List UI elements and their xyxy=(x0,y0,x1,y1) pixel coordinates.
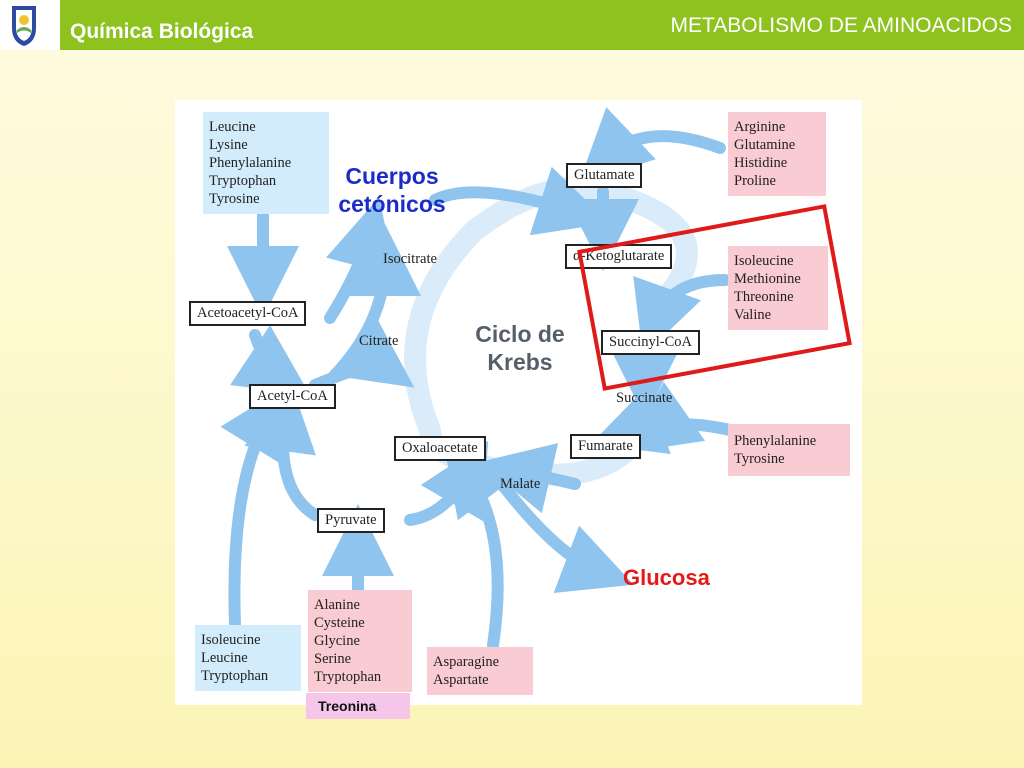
aa-label: Tyrosine xyxy=(209,191,260,207)
aa-label: Alanine xyxy=(314,597,360,613)
aa-label: Arginine xyxy=(734,119,786,135)
aa-label: Serine xyxy=(314,651,352,667)
node-pyruvate: Pyruvate xyxy=(317,508,385,533)
aa-label: Leucine xyxy=(209,119,256,135)
aa-label: Tryptophan xyxy=(209,173,277,189)
subject-title: Química Biológica xyxy=(70,20,254,43)
ketogenic-aa-group: Leucine Lysine Phenylalanine Tryptophan … xyxy=(203,112,329,214)
threonine-note: Treonina xyxy=(306,693,410,719)
acetyl-aa-group: Isoleucine Leucine Tryptophan xyxy=(195,625,301,691)
label-citrate: Citrate xyxy=(359,333,399,349)
aa-label: Tryptophan xyxy=(201,668,269,684)
aa-label: Histidine xyxy=(734,155,788,171)
aa-label: Threonine xyxy=(734,289,794,305)
node-fumarate: Fumarate xyxy=(570,434,641,459)
aa-label: Aspartate xyxy=(433,672,489,688)
aa-label: Glycine xyxy=(314,633,360,649)
section-title: METABOLISMO DE AMINOACIDOS xyxy=(670,14,1013,37)
pathway-arrows xyxy=(220,107,736,651)
oxaloacetate-aa-group: Asparagine Aspartate xyxy=(427,647,533,695)
node-acetyl-coa: Acetyl-CoA xyxy=(249,384,336,409)
aa-label: Glutamine xyxy=(734,137,796,153)
fumarate-aa-group: Phenylalanine Tyrosine xyxy=(728,424,850,476)
aa-label: Isoleucine xyxy=(201,632,261,648)
aa-label: Phenylalanine xyxy=(734,433,817,449)
krebs-line-2: Krebs xyxy=(487,349,553,375)
node-succinyl-coa: Succinyl-CoA xyxy=(601,330,700,355)
aa-label: Cysteine xyxy=(314,615,365,631)
university-logo xyxy=(0,0,60,50)
ketone-bodies-label: Cuerpos cetónicos xyxy=(327,162,457,218)
aa-label: Leucine xyxy=(201,650,248,666)
krebs-line-1: Ciclo de xyxy=(475,321,565,347)
pyruvate-aa-group: Alanine Cysteine Glycine Serine Tryptoph… xyxy=(308,590,412,692)
aa-label: Proline xyxy=(734,173,776,189)
node-acetoacetyl-coa: Acetoacetyl-CoA xyxy=(189,301,307,326)
glutamate-aa-group: Arginine Glutamine Histidine Proline xyxy=(728,112,826,196)
aa-label: Tyrosine xyxy=(734,451,785,467)
ketone-bodies-line-2: cetónicos xyxy=(338,191,446,217)
krebs-cycle-label: Ciclo de Krebs xyxy=(460,320,580,376)
amino-acid-catabolism-diagram: Leucine Lysine Phenylalanine Tryptophan … xyxy=(175,100,862,705)
label-malate: Malate xyxy=(500,476,541,492)
aa-label: Tryptophan xyxy=(314,669,382,685)
node-alpha-ketoglutarate: α-Ketoglutarate xyxy=(565,244,673,269)
university-shield-icon xyxy=(12,6,36,46)
aa-label: Lysine xyxy=(209,137,248,153)
label-succinate: Succinate xyxy=(616,390,673,406)
succinyl-aa-group: Isoleucine Methionine Threonine Valine xyxy=(728,246,828,330)
aa-label: Asparagine xyxy=(433,654,500,670)
node-oxaloacetate: Oxaloacetate xyxy=(394,436,486,461)
aa-label: Phenylalanine xyxy=(209,155,292,171)
aa-label: Methionine xyxy=(734,271,801,287)
glucose-label: Glucosa xyxy=(623,565,710,590)
header-bar xyxy=(0,0,1024,50)
ketone-bodies-line-1: Cuerpos xyxy=(345,163,439,189)
node-glutamate: Glutamate xyxy=(566,163,643,188)
aa-label: Isoleucine xyxy=(734,253,794,269)
label-isocitrate: Isocitrate xyxy=(383,251,437,267)
aa-label: Valine xyxy=(734,307,772,323)
